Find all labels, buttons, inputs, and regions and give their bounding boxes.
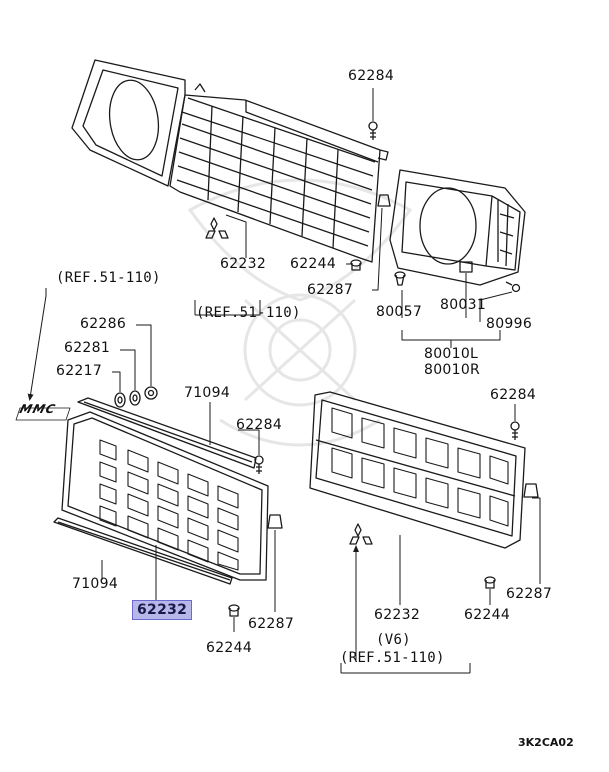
diagram-code: 3K2CA02 <box>518 736 574 749</box>
screw-62284-mid[interactable] <box>254 455 264 474</box>
leader-lines <box>27 88 541 674</box>
label-62284-top[interactable]: 62284 <box>348 68 395 84</box>
label-62244-top[interactable]: 62244 <box>290 256 337 272</box>
grille-v6[interactable] <box>309 391 526 549</box>
clip-80031[interactable] <box>459 261 473 273</box>
moulding-71094-upper[interactable] <box>77 397 257 469</box>
moulding-71094-lower[interactable] <box>53 517 233 585</box>
label-71094-top[interactable]: 71094 <box>184 385 231 401</box>
label-62217[interactable]: 62217 <box>56 363 103 379</box>
headlamp-housing-right[interactable] <box>389 169 526 286</box>
label-80996[interactable]: 80996 <box>486 316 533 332</box>
grommet-62244-right[interactable] <box>484 576 496 589</box>
screw-80996[interactable] <box>505 281 521 293</box>
label-62244-right[interactable]: 62244 <box>464 607 511 623</box>
label-62232-top[interactable]: 62232 <box>220 256 267 272</box>
label-62281[interactable]: 62281 <box>64 340 111 356</box>
washer-62217[interactable] <box>114 392 126 408</box>
clip-80057[interactable] <box>394 271 406 286</box>
clip-62287-top[interactable] <box>377 194 391 207</box>
label-80031[interactable]: 80031 <box>440 297 487 313</box>
label-62286[interactable]: 62286 <box>80 316 127 332</box>
label-80010r[interactable]: 80010R <box>424 362 481 378</box>
label-62284-right[interactable]: 62284 <box>490 387 537 403</box>
watermark-emblem <box>187 178 413 447</box>
label-62232-selected[interactable]: 62232 <box>132 600 193 620</box>
label-71094-bottom[interactable]: 71094 <box>72 576 119 592</box>
grommet-62244-top[interactable] <box>350 259 362 271</box>
label-80057[interactable]: 80057 <box>376 304 423 320</box>
ref-label-bottom-right[interactable]: (REF.51-110) <box>340 650 445 666</box>
mmc-emblem-text: MMC <box>18 402 58 416</box>
screw-62284-right[interactable] <box>510 421 520 440</box>
clip-62287-mid[interactable] <box>267 514 283 529</box>
ref-label-top-mid[interactable]: (REF.51-110) <box>196 305 301 321</box>
label-62232-right[interactable]: 62232 <box>374 607 421 623</box>
washer-62281[interactable] <box>129 390 141 406</box>
screw-62284-top[interactable] <box>368 121 378 140</box>
three-diamond-emblem-right[interactable] <box>349 523 373 545</box>
grommet-62244-mid[interactable] <box>228 604 240 617</box>
mmc-emblem[interactable] <box>15 407 71 421</box>
front-grille-selected[interactable] <box>61 411 269 581</box>
label-62244-mid[interactable]: 62244 <box>206 640 253 656</box>
v6-label: (V6) <box>376 632 411 648</box>
clip-62287-right[interactable] <box>523 483 539 498</box>
label-62284-mid[interactable]: 62284 <box>236 417 283 433</box>
top-grille[interactable] <box>71 59 389 263</box>
label-80010l[interactable]: 80010L <box>424 346 479 362</box>
ref-label-top-left[interactable]: (REF.51-110) <box>56 270 161 286</box>
label-62287-right[interactable]: 62287 <box>506 586 553 602</box>
label-62287-mid[interactable]: 62287 <box>248 616 295 632</box>
label-62287-top[interactable]: 62287 <box>307 282 354 298</box>
three-diamond-emblem-top[interactable] <box>205 217 229 239</box>
nut-62286[interactable] <box>144 386 158 400</box>
